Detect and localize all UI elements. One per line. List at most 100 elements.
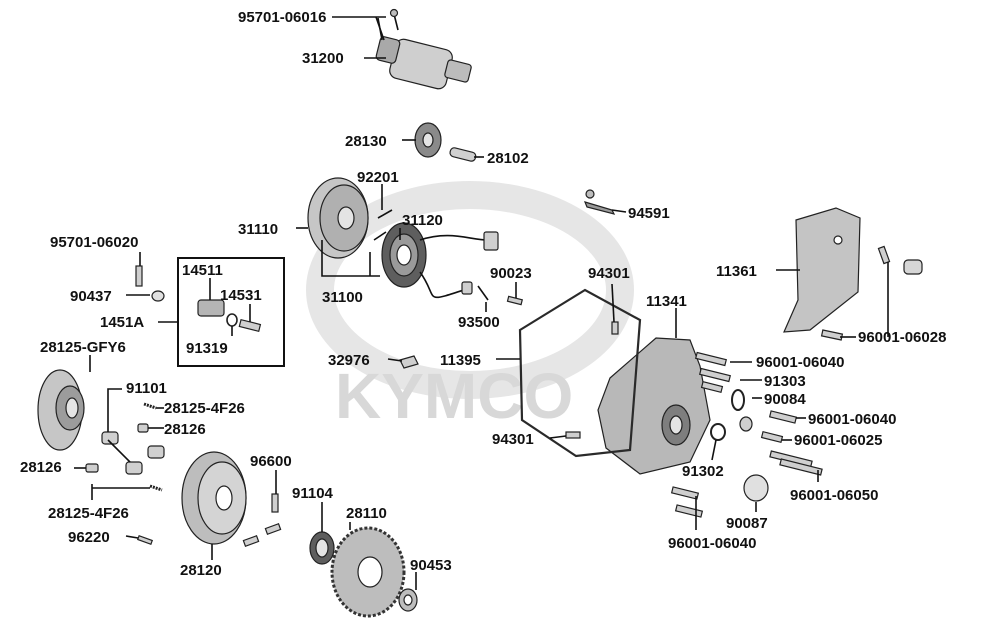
- leader-32976: [387, 358, 403, 362]
- cap-28126-1: [137, 423, 149, 433]
- bolt-96001-06028-b: [820, 329, 844, 341]
- starter-clutch-bore: [215, 485, 233, 511]
- rollers-91101[interactable]: [101, 431, 165, 475]
- stator-31120[interactable]: [381, 222, 427, 288]
- flywheel-hub: [337, 206, 355, 230]
- crankcase-cover-11341[interactable]: [597, 337, 711, 475]
- bolt-a1: [694, 351, 728, 367]
- bolt-e2: [674, 504, 704, 518]
- label-90437: 90437: [70, 288, 112, 305]
- cap-90087[interactable]: [743, 474, 769, 502]
- washer-90453[interactable]: [398, 588, 418, 612]
- label-91303: 91303: [764, 373, 806, 390]
- leader-91302: [711, 439, 717, 461]
- dowel-94301-b[interactable]: [565, 431, 581, 439]
- clamp-93500[interactable]: [477, 285, 489, 301]
- pin-28102-body: [449, 147, 477, 162]
- pickup-14511[interactable]: [197, 299, 225, 317]
- pin-28102[interactable]: [449, 147, 477, 162]
- bolt-95701-06020-body: [135, 265, 143, 287]
- bolt-96001-06025[interactable]: [760, 430, 784, 444]
- plug-90084-shape: [739, 416, 753, 432]
- ring-91303-shape: [731, 389, 745, 411]
- label-93500: 93500: [458, 314, 500, 331]
- label-91101: 91101: [126, 380, 167, 397]
- screw-90023[interactable]: [506, 295, 524, 306]
- gasket-11395[interactable]: [518, 288, 642, 458]
- washer-91319[interactable]: [226, 313, 238, 327]
- part-labels: 95701-06016 31200 28130 28102 92201 9459…: [20, 9, 946, 579]
- screw-92201-2: [373, 231, 387, 241]
- gear-28130[interactable]: [414, 122, 442, 158]
- label-31100: 31100: [322, 289, 363, 306]
- dowel-94301-a[interactable]: [611, 321, 619, 335]
- label-96001-06028: 96001-06028: [858, 329, 946, 346]
- pickup-14511-body: [197, 299, 225, 317]
- cap-90087-shape: [743, 474, 769, 502]
- starter-clutch-28120[interactable]: [181, 451, 247, 545]
- ring-91303[interactable]: [731, 389, 745, 411]
- flywheel-31110[interactable]: [307, 177, 369, 259]
- crankcase-cover-bore: [669, 415, 683, 435]
- bolts-96001-06040-upper[interactable]: [694, 351, 732, 394]
- label-95701-06016: 95701-06016: [238, 9, 326, 26]
- dowel-a-body: [611, 321, 619, 335]
- bolt-96001-06028-a: [877, 245, 891, 265]
- label-31110: 31110: [238, 221, 278, 238]
- starter-motor[interactable]: [375, 36, 472, 90]
- leader-91101: [107, 388, 131, 463]
- bearing-91104[interactable]: [309, 531, 335, 565]
- label-90023: 90023: [490, 265, 532, 282]
- label-31120: 31120: [402, 212, 443, 229]
- label-32976: 32976: [328, 352, 370, 369]
- label-96001-06040-c: 96001-06040: [668, 535, 756, 552]
- pin-96220[interactable]: [136, 534, 154, 546]
- stator-wiring[interactable]: [419, 231, 499, 299]
- label-91104: 91104: [292, 485, 334, 502]
- label-11341: 11341: [646, 293, 687, 310]
- bolt-14531[interactable]: [238, 318, 262, 333]
- washer-90437-shape: [151, 290, 165, 302]
- bolts-96600[interactable]: [242, 493, 282, 547]
- bracket-94591[interactable]: [583, 189, 616, 215]
- screw-90023-body: [506, 295, 524, 306]
- bolts-96001-06040-lower[interactable]: [670, 486, 704, 518]
- bolts-96001-06050[interactable]: [769, 450, 823, 476]
- ring-91302-shape: [710, 423, 726, 441]
- bolt-96001-06028[interactable]: [820, 245, 891, 341]
- stator-wire-2: [419, 271, 471, 299]
- caps-28126[interactable]: [85, 423, 149, 473]
- pin-96220-body: [136, 534, 154, 546]
- bolt-95701-06020[interactable]: [135, 265, 143, 287]
- bolt-e1: [670, 486, 700, 500]
- label-28126-a: 28126: [164, 421, 206, 438]
- screws-92201[interactable]: [373, 209, 393, 241]
- starter-bolts[interactable]: [377, 8, 399, 41]
- roller-3: [147, 445, 165, 459]
- washer-90453-inner: [403, 594, 413, 606]
- leader-96220: [125, 535, 139, 539]
- driven-gear-28110[interactable]: [330, 526, 406, 618]
- bolt-96001-06040-mid[interactable]: [768, 410, 798, 424]
- label-14511: 14511: [182, 262, 223, 279]
- part-32976[interactable]: [399, 355, 419, 369]
- ring-91302[interactable]: [710, 423, 726, 441]
- kymco-watermark: KYMCO: [306, 181, 634, 432]
- stator-wire-1: [419, 234, 489, 241]
- plug-90084[interactable]: [739, 416, 753, 432]
- springs-28125-4F26[interactable]: [143, 402, 163, 492]
- starter-motor-shaft: [444, 59, 472, 83]
- label-96001-06040-a: 96001-06040: [756, 354, 844, 371]
- leader-94591: [611, 209, 627, 213]
- cover-11361[interactable]: [783, 207, 861, 333]
- cap-near-11361[interactable]: [903, 259, 923, 275]
- leader-95701-06016-b: [375, 16, 385, 41]
- label-28125-GFY6: 28125-GFY6: [40, 339, 126, 356]
- roller-2: [125, 461, 143, 475]
- clutch-plate-28125-GFY6[interactable]: [37, 369, 85, 451]
- washer-91319-shape: [226, 313, 238, 327]
- crankcase-cover-body: [597, 337, 711, 475]
- washer-90437[interactable]: [151, 290, 165, 302]
- cap-28126-2: [85, 463, 99, 473]
